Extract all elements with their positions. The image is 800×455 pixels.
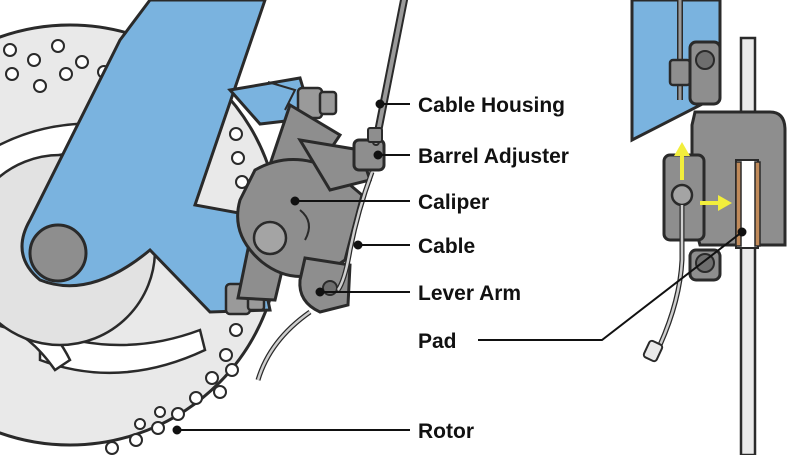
label-pad: Pad	[418, 330, 457, 353]
label-cable-housing: Cable Housing	[418, 94, 565, 117]
cable	[255, 171, 375, 381]
label-lever-arm: Lever Arm	[418, 282, 521, 305]
side-view	[630, 0, 787, 455]
label-rotor: Rotor	[418, 420, 474, 443]
label-caliper: Caliper	[418, 191, 489, 214]
label-barrel-adjuster: Barrel Adjuster	[418, 145, 569, 168]
arrow-right-icon	[700, 195, 732, 211]
caliper	[224, 86, 386, 316]
arrow-up-icon	[674, 142, 690, 180]
cable-housing	[367, 0, 408, 146]
fork	[20, 0, 314, 314]
label-cable: Cable	[418, 235, 475, 258]
leader-lines	[172, 99, 747, 435]
